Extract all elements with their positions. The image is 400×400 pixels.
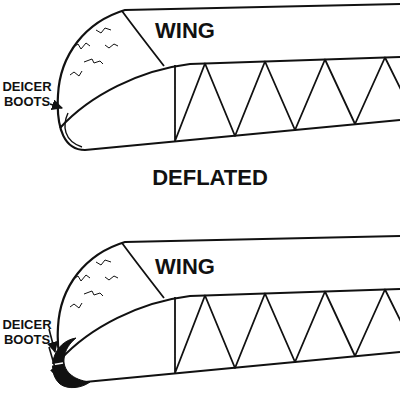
ice-texture [70,260,118,308]
part-label: DEICER BOOTS [1,318,53,348]
airfoil-upper-surface [60,57,400,128]
boot-edge [122,243,164,298]
leader-arrow [50,104,62,108]
deflated-wing-details [50,11,400,147]
part-label: DEICER BOOTS [1,80,53,110]
airfoil-upper-surface [60,289,400,360]
wing-silhouette [58,236,400,382]
wing-section: WING [50,0,400,158]
inflated-boot [53,338,90,388]
boot-inner-edge [65,113,82,147]
inflated-wing-details [51,243,400,388]
state-caption: DEFLATED [90,165,330,190]
part-name: WING [155,18,215,44]
boot-tube-divider [51,363,63,365]
ice-texture [70,28,118,76]
rib-truss [175,290,400,374]
boot-edge [122,11,164,66]
wing-section: WING [50,232,400,390]
wing-silhouette [58,4,400,150]
leader-arrow [49,329,55,352]
leader-arrow [49,347,58,378]
wing-outline [50,232,400,390]
wing-outline [50,0,400,158]
rib-truss [175,58,400,142]
part-name: WING [155,254,215,280]
